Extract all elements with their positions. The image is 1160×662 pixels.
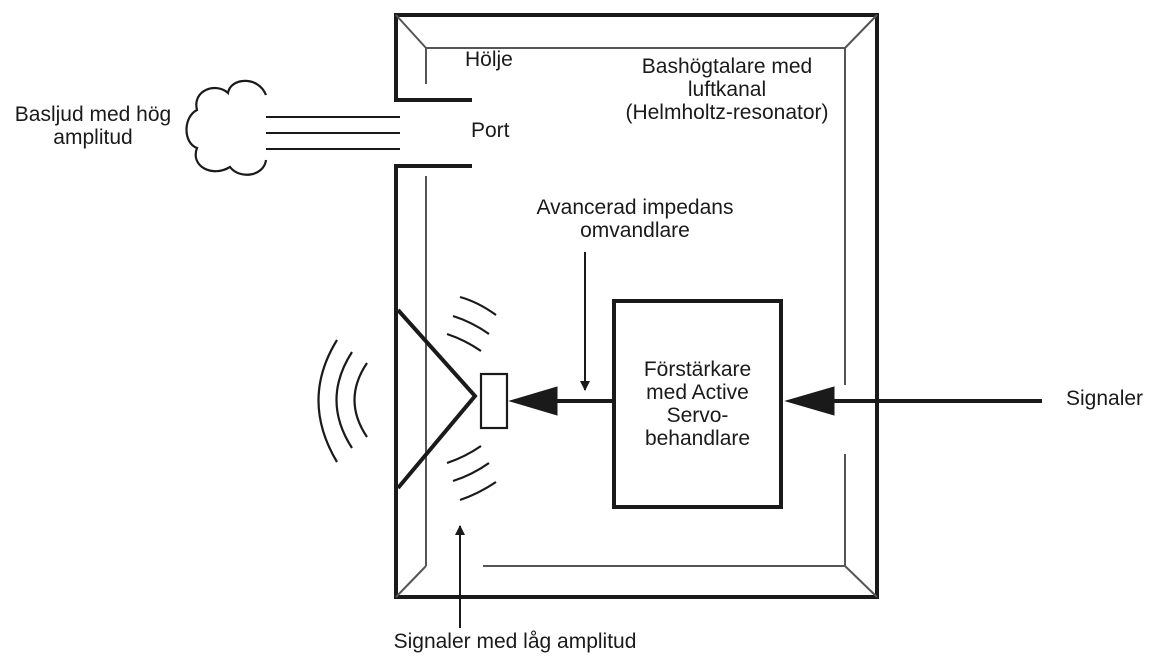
speaker-cone xyxy=(396,308,478,490)
signal-arrows xyxy=(455,252,1042,628)
bass-speaker-label-line-2: luftkanal xyxy=(687,78,767,101)
port-airflow-lines xyxy=(265,116,400,150)
enclosure-outer-wall xyxy=(394,13,879,599)
amplifier-label-line-4: behandlare xyxy=(644,427,751,450)
bass-sound-label-line-2: amplitud xyxy=(53,126,133,149)
bass-sound-label-line-1: Basljud med hög xyxy=(14,103,172,126)
bass-speaker-label-line-1: Bashögtalare med xyxy=(641,55,813,78)
amplifier-label-line-2: med Active xyxy=(646,381,749,404)
port-label: Port xyxy=(471,119,510,142)
sound-waves xyxy=(317,295,497,502)
impedance-converter-label-line-1: Avancerad impedans xyxy=(536,196,734,219)
bass-speaker-label-line-3: (Helmholtz-resonator) xyxy=(625,101,829,124)
amplifier-label: Förstärkare med Active Servo- behandlare xyxy=(614,358,781,450)
bass-speaker-label: Bashögtalare med luftkanal (Helmholtz-re… xyxy=(604,55,850,124)
enclosure-label: Hölje xyxy=(465,48,513,71)
signals-label: Signaler xyxy=(1066,387,1144,410)
enclosure xyxy=(394,13,879,599)
sound-cloud xyxy=(185,79,268,176)
low-amplitude-label: Signaler med låg amplitud xyxy=(393,630,637,653)
bass-sound-label: Basljud med hög amplitud xyxy=(2,103,184,149)
amplifier-label-line-1: Förstärkare xyxy=(643,358,752,381)
amplifier-box xyxy=(612,299,783,509)
enclosure-inner-wall xyxy=(395,14,878,598)
impedance-converter-label: Avancerad impedans omvandlare xyxy=(503,196,767,242)
amplifier-label-line-3: Servo- xyxy=(666,404,729,427)
impedance-converter-label-line-2: omvandlare xyxy=(580,219,690,242)
voice-coil xyxy=(479,372,509,430)
